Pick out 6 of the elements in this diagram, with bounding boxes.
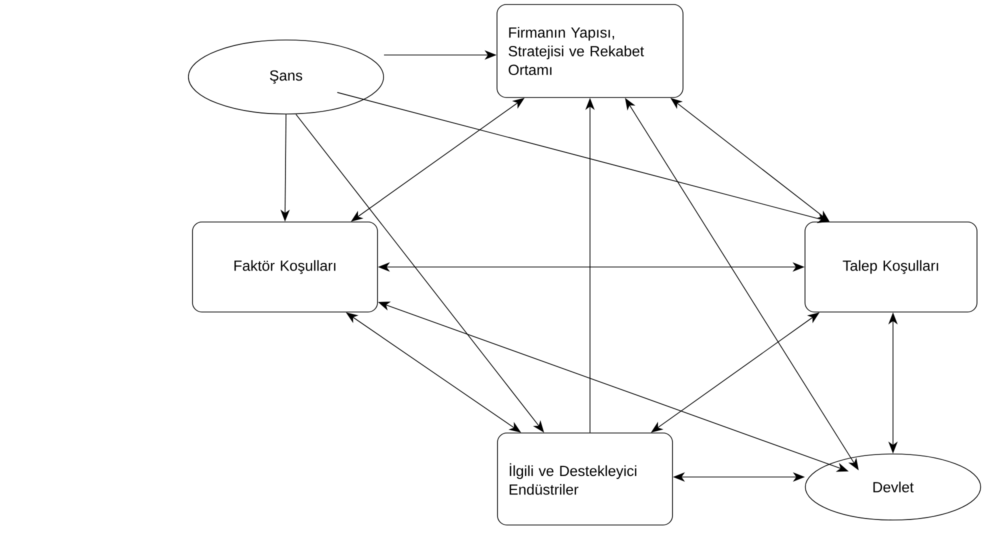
rounded-box: Faktör Koşulları: [192, 222, 378, 312]
rounded-box: Firmanın Yapısı, Stratejisi ve Rekabet Ortamı: [496, 4, 684, 98]
rounded-box: İlgili ve Destekleyici Endüstriler: [497, 432, 673, 526]
rounded-box: Talep Koşulları: [804, 222, 978, 312]
ellipse-node: Şans: [188, 40, 384, 114]
ellipse-node: Devlet: [804, 454, 982, 520]
